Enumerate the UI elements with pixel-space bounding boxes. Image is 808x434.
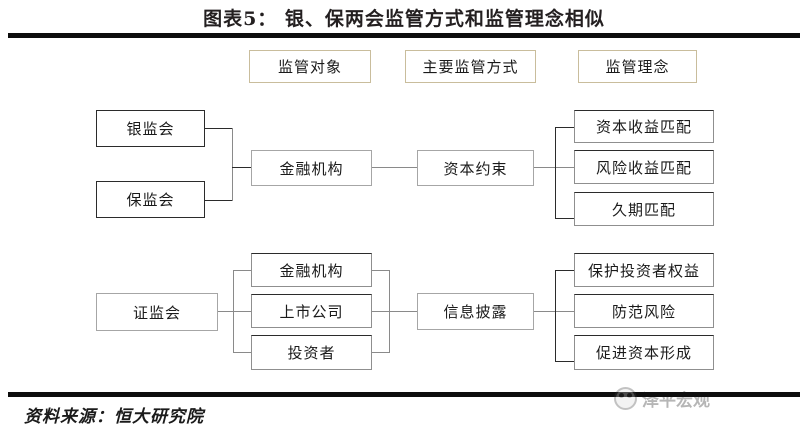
node-listed-company: 上市公司 [251, 294, 372, 328]
node-label: 金融机构 [279, 159, 344, 178]
node-label: 资本收益匹配 [595, 118, 692, 136]
panda-circle-icon [614, 387, 637, 410]
connector-line [555, 361, 574, 362]
column-header-philosophy: 监管理念 [578, 50, 697, 83]
node-duration-match: 久期匹配 [574, 192, 714, 226]
node-financial-institution-top: 金融机构 [251, 150, 372, 186]
node-label: 上市公司 [279, 302, 344, 321]
node-prevent-risk: 防范风险 [574, 294, 714, 328]
node-label: 证监会 [132, 303, 181, 322]
column-header-label: 监管对象 [277, 58, 342, 76]
connector-line [555, 218, 574, 219]
node-label: 保监会 [126, 191, 175, 209]
connector-line [534, 167, 574, 168]
connector-line [233, 352, 251, 353]
node-financial-institution-bottom: 金融机构 [251, 253, 372, 287]
connector-line [218, 311, 251, 312]
connector-line [534, 311, 574, 312]
connector-line [372, 311, 417, 312]
connector-line [232, 128, 233, 201]
node-label: 风险收益匹配 [595, 158, 692, 177]
connector-line [555, 270, 556, 361]
node-investor: 投资者 [251, 335, 372, 370]
connector-line [555, 127, 556, 218]
node-label: 金融机构 [279, 261, 344, 280]
node-yinjianhui: 银监会 [96, 110, 205, 147]
node-capital-return-match: 资本收益匹配 [574, 110, 714, 143]
connector-line [205, 200, 233, 201]
top-rule [8, 33, 800, 38]
node-label: 银监会 [126, 120, 175, 138]
column-header-regulated-objects: 监管对象 [249, 50, 371, 83]
node-capital-constraint: 资本约束 [417, 150, 534, 186]
node-label: 促进资本形成 [595, 344, 692, 362]
node-baojianhui: 保监会 [96, 181, 205, 218]
column-header-main-methods: 主要监管方式 [405, 50, 536, 83]
source-note: 资料来源：恒大研究院 [24, 407, 204, 427]
watermark: 泽平宏观 [614, 386, 710, 411]
bottom-rule [8, 392, 800, 397]
connector-line [372, 352, 390, 353]
connector-line [555, 127, 574, 128]
connector-line [555, 270, 574, 271]
page-title: 图表5： 银、保两会监管方式和监管理念相似 [203, 8, 605, 30]
node-label: 防范风险 [611, 302, 676, 321]
watermark-label: 泽平宏观 [642, 391, 710, 411]
column-header-label: 主要监管方式 [422, 58, 519, 76]
connector-line [372, 270, 390, 271]
connector-line [233, 270, 251, 271]
connector-line [372, 167, 417, 168]
node-label: 信息披露 [443, 303, 508, 321]
connector-line [205, 128, 233, 129]
node-label: 保护投资者权益 [587, 261, 700, 280]
node-promote-capital-formation: 促进资本形成 [574, 335, 714, 370]
node-protect-investor-rights: 保护投资者权益 [574, 253, 714, 287]
node-label: 资本约束 [443, 159, 508, 178]
connector-line [232, 167, 252, 168]
node-zhengjianhui: 证监会 [96, 293, 218, 331]
node-label: 久期匹配 [611, 200, 676, 219]
node-label: 投资者 [287, 344, 336, 362]
connector-line [233, 270, 234, 352]
node-information-disclosure: 信息披露 [417, 293, 534, 330]
node-risk-return-match: 风险收益匹配 [574, 150, 714, 184]
column-header-label: 监管理念 [605, 58, 670, 76]
